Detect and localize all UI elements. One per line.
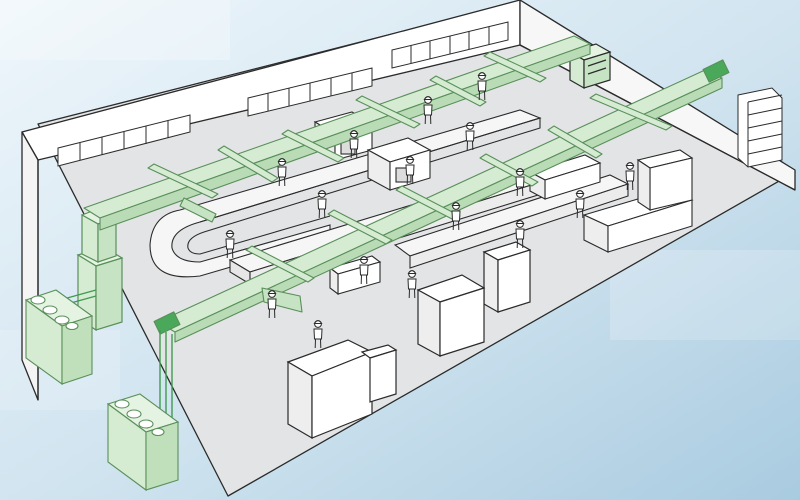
worker-icon (625, 162, 635, 191)
box-front-large (286, 339, 398, 440)
worker-icon (451, 202, 461, 231)
worker-icon (359, 256, 369, 285)
storage-shelf-icon (737, 87, 783, 168)
worker-icon (405, 156, 415, 185)
worker-icon (225, 230, 235, 259)
window-row-right (391, 21, 509, 69)
worker-icon (317, 190, 327, 219)
workers (225, 72, 635, 349)
worker-icon (423, 96, 433, 125)
worker-icon (277, 158, 287, 187)
box-tall-right (482, 241, 532, 314)
worker-icon (267, 290, 277, 319)
chiller-unit-left (24, 289, 94, 386)
chiller-unit-right (106, 393, 180, 492)
duct-branches-lower (245, 93, 673, 313)
conveyor-end-unit (528, 154, 602, 200)
worker-icon (477, 72, 487, 101)
duct-end-cap-right (702, 59, 730, 83)
worker-icon (465, 122, 475, 151)
l-counter (582, 149, 694, 253)
equipment-boxes (286, 241, 532, 440)
worker-icon (313, 320, 323, 349)
duct-end-cap-left (153, 311, 181, 335)
worker-icon (575, 190, 585, 219)
chiller-unit-icon (24, 289, 180, 492)
worker-icon (515, 220, 525, 249)
duct-branches-upper (147, 51, 547, 223)
back-wall-windows (57, 21, 509, 167)
duct-network (59, 35, 730, 440)
counters (582, 149, 694, 253)
window-row-left (57, 114, 191, 167)
worker-icon (349, 130, 359, 159)
window-row-middle (247, 67, 373, 117)
worker-icon (515, 168, 525, 197)
worker-icon (407, 270, 417, 299)
box-large-middle (416, 274, 486, 358)
